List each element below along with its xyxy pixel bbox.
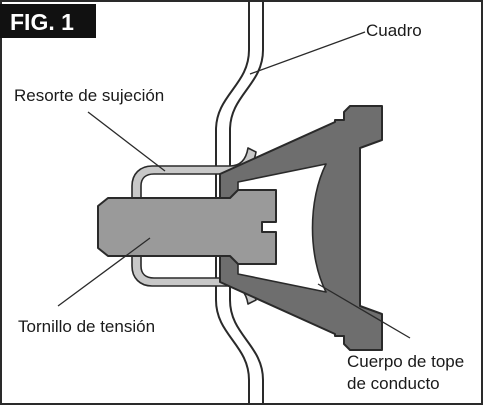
figure-label: FIG. 1: [10, 9, 74, 35]
label-frame: Cuadro: [366, 21, 422, 40]
leader-screw: [57, 237, 151, 307]
figure-badge: [0, 4, 96, 38]
leader-frame: [249, 31, 366, 75]
label-body-line2: de conducto: [347, 374, 440, 393]
leader-spring: [87, 111, 166, 172]
leader-lines: [57, 31, 411, 339]
tension-screw: [97, 189, 277, 265]
label-body-line1: Cuerpo de tope: [347, 352, 464, 371]
label-retaining-spring: Resorte de sujeción: [14, 86, 164, 105]
leader-body: [317, 283, 411, 339]
label-tension-screw: Tornillo de tensión: [18, 317, 155, 336]
